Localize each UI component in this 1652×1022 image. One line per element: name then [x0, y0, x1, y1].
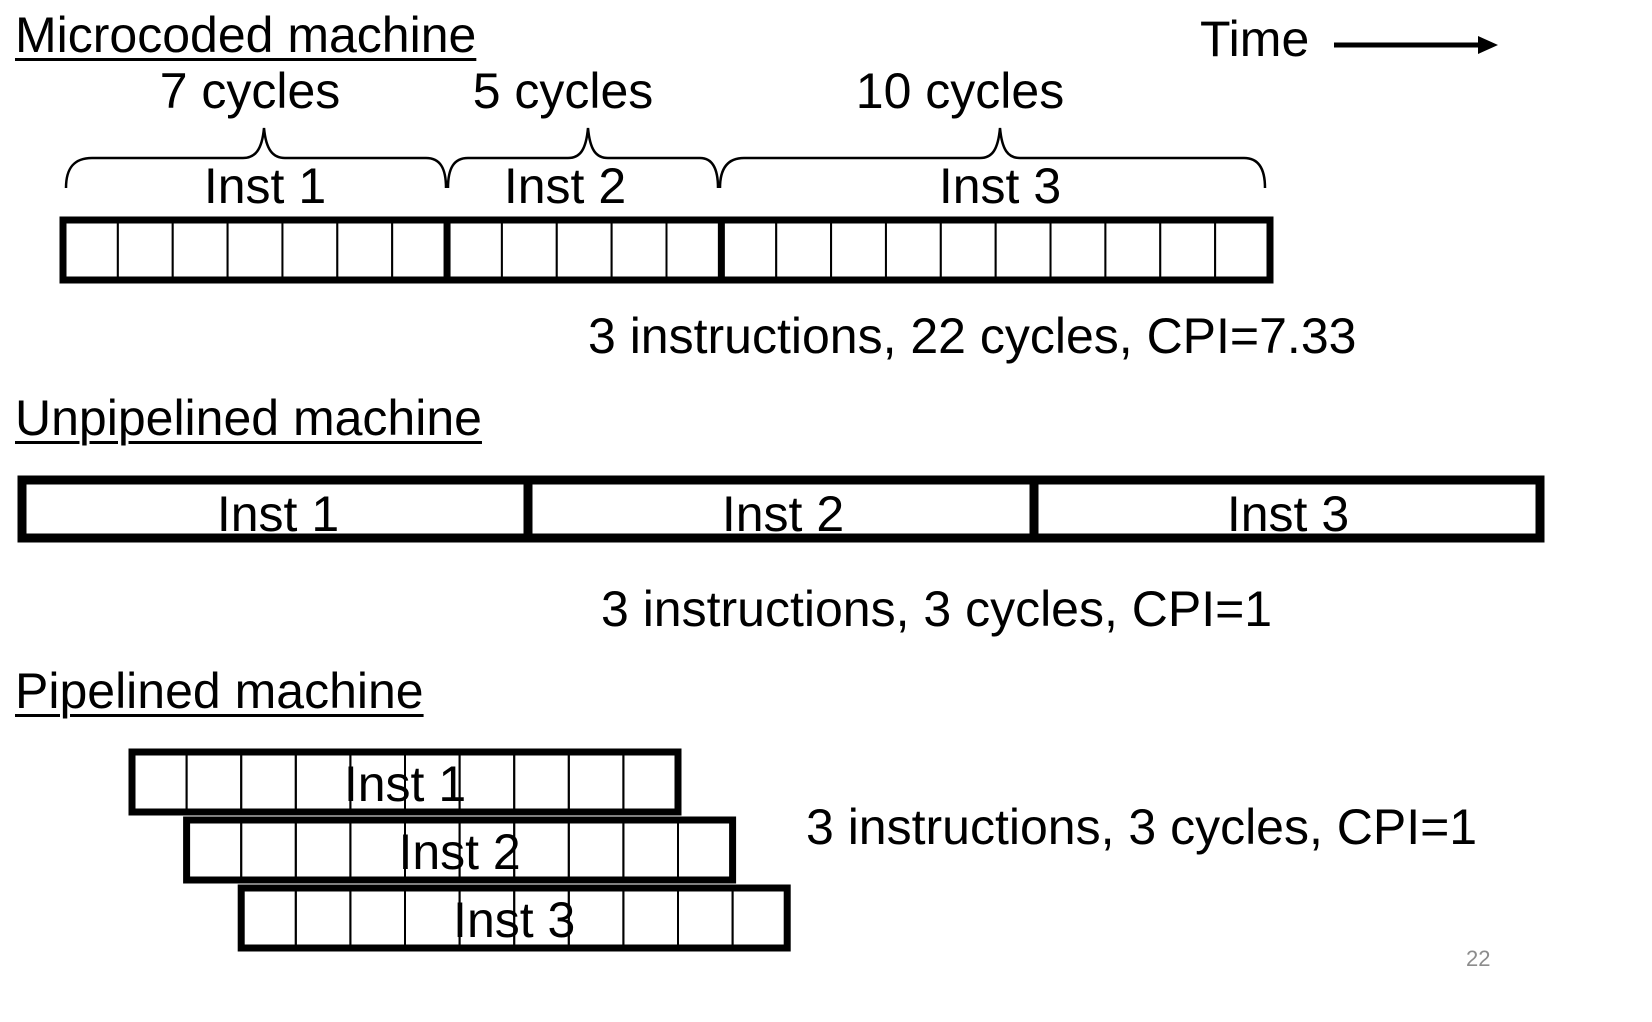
- pipe-stage-cell-1-1: [131, 751, 188, 813]
- pipe-stage-cell-2-8: [567, 819, 625, 881]
- micro-cycle-cell-2-2: [500, 219, 558, 281]
- pipe-stage-cell-3-4: [404, 887, 461, 949]
- micro-cycle-cell-1-2: [116, 219, 174, 281]
- cycle-label-1: 7 cycles: [159, 63, 341, 119]
- pipe-inst-label-2: Inst 2: [398, 824, 520, 880]
- pipe-bar-outline-2: [183, 816, 737, 884]
- micro-cycle-cell-3-4: [884, 219, 942, 281]
- pipe-bar-outline-1: [128, 748, 682, 816]
- pipe-stage-cell-2-2: [240, 819, 297, 881]
- micro-cycle-cell-1-7: [391, 219, 449, 281]
- pipe-stage-cell-2-4: [349, 819, 406, 881]
- microcoded-cycle-bar: [59, 216, 1274, 284]
- page-number: 22: [1466, 946, 1491, 971]
- micro-cycle-cell-3-6: [994, 219, 1052, 281]
- brace-inst-2: [446, 127, 720, 189]
- microcoded-summary: 3 instructions, 22 cycles, CPI=7.33: [588, 308, 1357, 364]
- brace-inst-3: [718, 127, 1267, 189]
- pipelined-bars: Inst 1 Inst 2 Inst 3: [128, 748, 791, 952]
- pipe-stage-cell-2-1: [185, 819, 243, 881]
- pipe-stage-cell-3-2: [294, 887, 352, 949]
- micro-bar-outline: [59, 216, 1274, 284]
- unpipe-inst-box-1: [17, 475, 533, 543]
- micro-cycle-cell-1-6: [336, 219, 394, 281]
- unpipe-inst-label-1: Inst 1: [216, 486, 340, 542]
- unpipe-inst-box-3: [1029, 475, 1545, 543]
- micro-cycle-cell-1-3: [171, 219, 229, 281]
- pipe-stage-cell-2-9: [622, 819, 680, 881]
- time-arrow: [1334, 36, 1498, 54]
- pipe-stage-cell-2-10: [677, 819, 734, 881]
- micro-inst-label-2: Inst 2: [503, 158, 627, 214]
- pipe-stage-cell-3-1: [240, 887, 297, 949]
- unpipe-inst-box-2: [523, 475, 1039, 543]
- brace-inst-1: [64, 127, 448, 189]
- micro-cycle-cell-3-1: [720, 219, 778, 281]
- pipe-stage-cell-2-3: [294, 819, 352, 881]
- micro-cycle-cell-2-1: [446, 219, 503, 281]
- unpipe-inst-label-2: Inst 2: [721, 486, 845, 542]
- micro-cycle-cell-2-3: [555, 219, 613, 281]
- pipe-stage-cell-3-8: [622, 887, 680, 949]
- unpipelined-title: Unpipelined machine: [15, 390, 482, 446]
- pipe-stage-cell-3-7: [567, 887, 625, 949]
- micro-cycle-cell-1-5: [281, 219, 339, 281]
- pipe-stage-cell-1-4: [294, 751, 352, 813]
- micro-cycle-cell-3-7: [1049, 219, 1107, 281]
- pipe-stage-cell-1-8: [513, 751, 570, 813]
- cycle-label-3: 10 cycles: [855, 63, 1065, 119]
- time-label: Time: [1200, 11, 1310, 67]
- micro-cycle-cell-3-5: [939, 219, 997, 281]
- micro-cycle-cell-3-9: [1159, 219, 1217, 281]
- pipe-stage-cell-1-7: [458, 751, 516, 813]
- micro-inst-label-1: Inst 1: [203, 158, 327, 214]
- unpipe-inst-label-3: Inst 3: [1226, 486, 1350, 542]
- microcoded-title: Microcoded machine: [15, 7, 477, 63]
- pipe-bar-outline-3: [237, 884, 791, 952]
- micro-cycle-cell-1-4: [226, 219, 284, 281]
- pipelined-summary: 3 instructions, 3 cycles, CPI=1: [806, 799, 1478, 855]
- micro-cycle-cell-3-10: [1214, 219, 1271, 281]
- micro-cycle-cell-1-1: [62, 219, 119, 281]
- pipe-inst-label-3: Inst 3: [453, 892, 575, 948]
- pipelined-title: Pipelined machine: [15, 663, 424, 719]
- micro-cycle-cell-3-8: [1104, 219, 1162, 281]
- cycle-label-2: 5 cycles: [472, 63, 654, 119]
- pipe-stage-cell-1-2: [185, 751, 243, 813]
- micro-cycle-cell-3-2: [775, 219, 833, 281]
- pipe-stage-cell-3-3: [349, 887, 406, 949]
- pipe-inst-bar-2: Inst 2: [183, 816, 737, 884]
- pipe-stage-cell-3-10: [731, 887, 789, 949]
- micro-cycle-cell-2-5: [665, 219, 723, 281]
- pipe-inst-label-1: Inst 1: [344, 756, 466, 812]
- pipe-stage-cell-1-9: [567, 751, 625, 813]
- unpipelined-summary: 3 instructions, 3 cycles, CPI=1: [601, 581, 1273, 637]
- micro-cycle-cell-2-4: [610, 219, 668, 281]
- micro-inst-label-3: Inst 3: [938, 158, 1062, 214]
- pipe-stage-cell-1-10: [622, 751, 680, 813]
- pipe-stage-cell-1-3: [240, 751, 297, 813]
- unpipelined-bar: [17, 475, 1545, 543]
- pipe-stage-cell-2-7: [513, 819, 570, 881]
- pipe-inst-bar-3: Inst 3: [237, 884, 791, 952]
- micro-cycle-cell-3-3: [830, 219, 887, 281]
- pipe-inst-bar-1: Inst 1: [128, 748, 682, 816]
- pipe-stage-cell-3-9: [677, 887, 734, 949]
